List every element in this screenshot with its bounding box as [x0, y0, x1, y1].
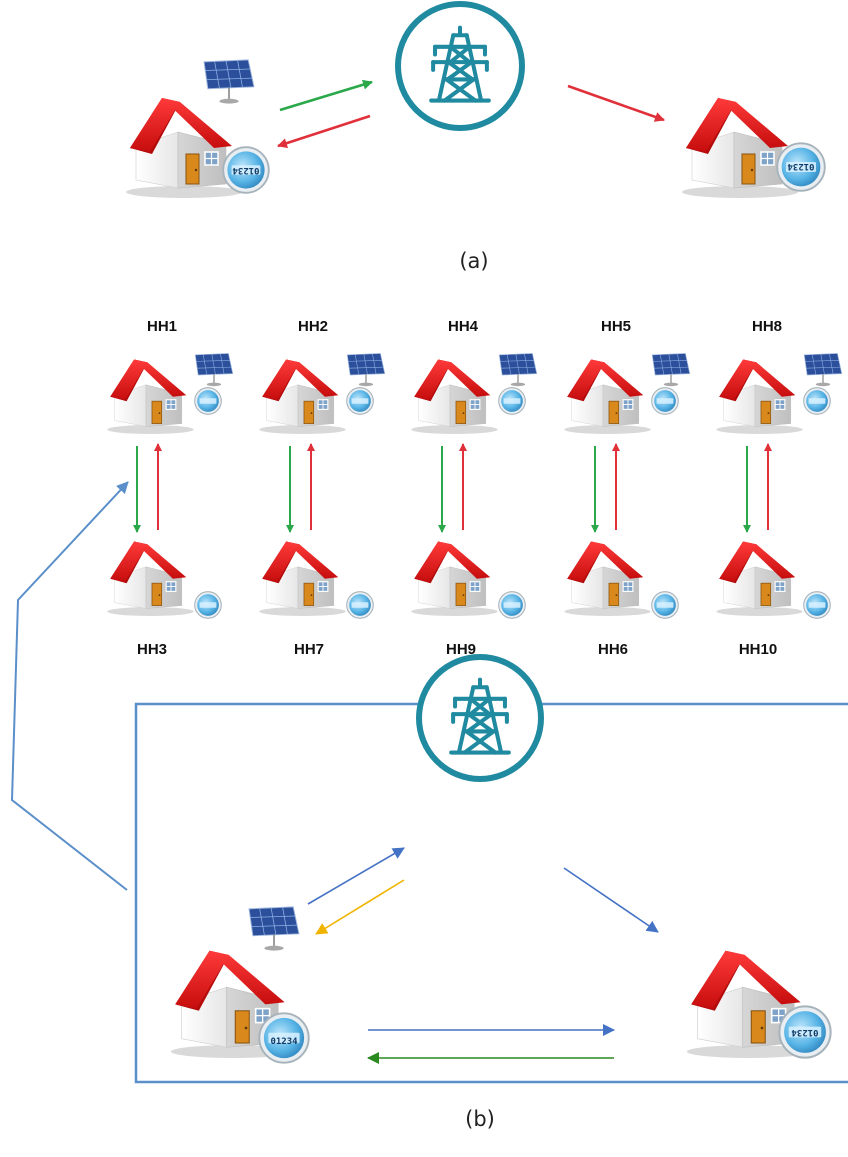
arrow-prosumer-to-grid	[307, 847, 405, 905]
prosumer-house-a: 01234	[125, 58, 270, 199]
hh-label-bottom-4: HH6	[598, 641, 628, 658]
smart-meter-icon	[346, 387, 374, 415]
solar-panel-icon	[248, 905, 300, 952]
hh-label-top-3: HH4	[448, 318, 479, 335]
zoom-connector-arrow	[10, 481, 129, 891]
meter-reading: 01234	[270, 1037, 298, 1047]
smart-meter-icon	[803, 591, 831, 619]
grid-tower-a	[395, 1, 525, 131]
household-pair-5	[715, 352, 843, 619]
arrow-grid-to-consumer	[563, 867, 659, 933]
caption-a: (a)	[459, 249, 488, 273]
hh-label-top-2: HH2	[298, 318, 328, 335]
consumer-house-b: 01234	[686, 949, 832, 1059]
grid-tower-b	[416, 654, 544, 782]
hh-label-top-4: HH5	[601, 318, 631, 335]
hh-label-top-1: HH1	[147, 318, 177, 335]
caption-b: (b)	[465, 1107, 495, 1131]
house-icon	[563, 358, 652, 435]
hh-label-bottom-5: HH10	[739, 641, 777, 658]
arrow-prosumer-to-grid	[279, 79, 373, 112]
arrow-grid-to-prosumer	[315, 879, 405, 935]
smart-meter-icon	[803, 387, 831, 415]
consumer-house-a: 01234	[681, 97, 826, 199]
household-pair-1	[106, 352, 234, 619]
house-icon	[125, 97, 243, 199]
house-icon	[258, 358, 347, 435]
smart-meter-icon	[498, 387, 526, 415]
house-icon	[563, 540, 652, 617]
smart-meter-icon	[498, 591, 526, 619]
arrow-grid-to-prosumer	[277, 114, 371, 148]
solar-panel-icon	[194, 352, 234, 387]
hh-label-top-5: HH8	[752, 318, 782, 335]
hh-label-bottom-3: HH9	[446, 641, 476, 658]
smart-meter-icon	[194, 591, 222, 619]
tower-ring	[395, 1, 525, 131]
arrow-grid-to-consumer	[567, 84, 665, 122]
house-icon	[258, 540, 347, 617]
hh-label-bottom-1: HH3	[137, 641, 167, 658]
solar-panel-icon	[498, 352, 538, 387]
panel-b: HH1 HH2 HH4 HH5 HH8	[10, 318, 848, 1131]
tower-ring	[416, 654, 544, 782]
smart-meter-icon	[346, 591, 374, 619]
smart-meter-icon	[194, 387, 222, 415]
panel-a: 01234 01234 (a)	[125, 1, 826, 273]
house-icon	[410, 358, 499, 435]
smart-meter-icon	[651, 387, 679, 415]
meter-reading: 01234	[232, 165, 260, 175]
household-pair-2	[258, 352, 386, 619]
house-icon	[410, 540, 499, 617]
solar-panel-icon	[651, 352, 691, 387]
hh-label-bottom-2: HH7	[294, 641, 324, 658]
meter-reading: 01234	[787, 161, 815, 171]
meter-reading: 01234	[791, 1027, 819, 1037]
house-icon	[106, 540, 195, 617]
solar-panel-icon	[203, 58, 255, 105]
household-pair-3	[410, 352, 538, 619]
house-icon	[681, 97, 799, 199]
prosumer-house-b: 01234	[170, 905, 310, 1064]
house-icon	[715, 540, 804, 617]
solar-panel-icon	[346, 352, 386, 387]
household-pair-4	[563, 352, 691, 619]
house-icon	[715, 358, 804, 435]
house-icon	[106, 358, 195, 435]
smart-meter-icon	[651, 591, 679, 619]
solar-panel-icon	[803, 352, 843, 387]
